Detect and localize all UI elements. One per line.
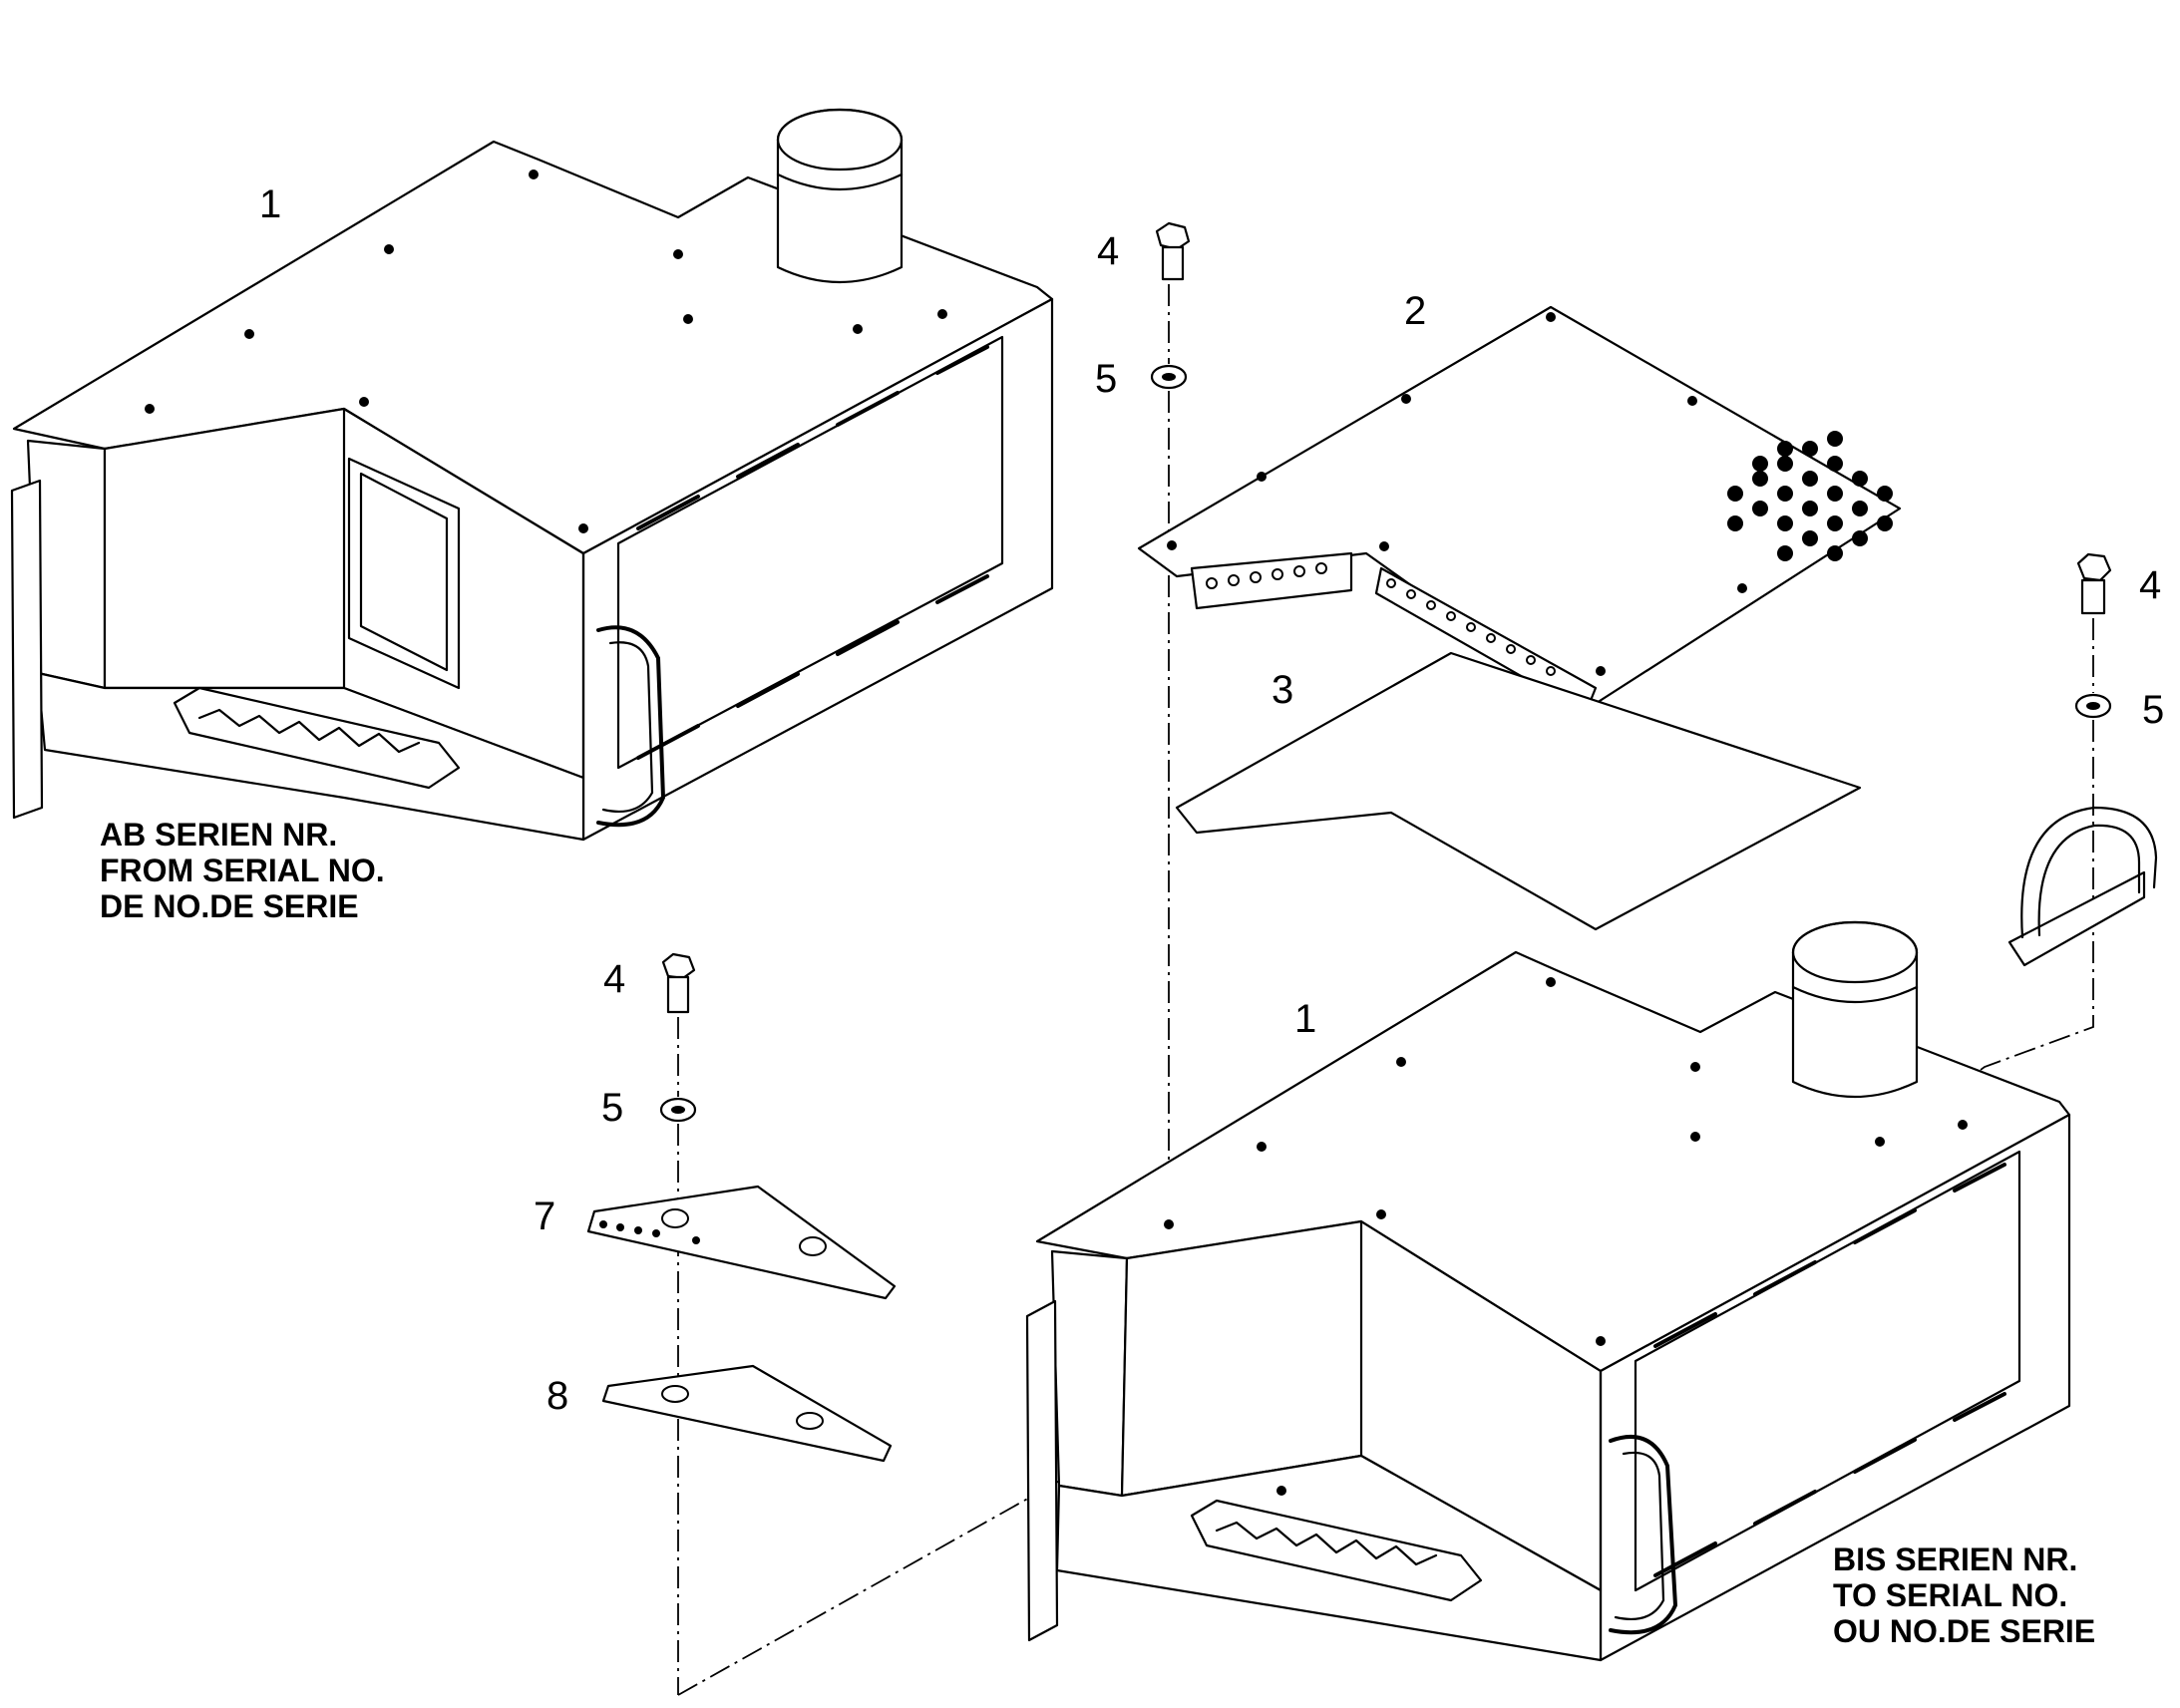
callout-8: 8	[546, 1374, 568, 1418]
callout-5-center: 5	[1095, 357, 1117, 401]
callout-5-right: 5	[2142, 688, 2164, 732]
from-serial-note: AB SERIEN NR. FROM SERIAL NO. DE NO.DE S…	[100, 817, 385, 924]
hood-assembly-to-serial	[1025, 920, 2071, 1662]
callout-3: 3	[1272, 668, 1293, 712]
callout-7: 7	[534, 1195, 555, 1238]
callout-1-top: 1	[259, 182, 281, 226]
note-from-line2: FROM SERIAL NO.	[100, 853, 385, 888]
note-to-line3: OU NO.DE SERIE	[1833, 1613, 2095, 1649]
bolt-washer-right	[1964, 552, 2158, 1083]
cover-plate	[1137, 305, 1902, 715]
callout-2: 2	[1404, 289, 1426, 333]
note-to-line1: BIS SERIEN NR.	[1833, 1541, 2077, 1577]
callout-4-left: 4	[603, 957, 625, 1001]
insulation-mat	[1175, 651, 1862, 931]
to-serial-note: BIS SERIEN NR. TO SERIAL NO. OU NO.DE SE…	[1833, 1541, 2095, 1649]
hood-assembly-from-serial	[10, 108, 1054, 842]
callout-4-right: 4	[2139, 563, 2161, 607]
callout-5-left: 5	[601, 1086, 623, 1130]
callout-4-center: 4	[1097, 229, 1119, 273]
mounting-plate-8	[601, 1364, 893, 1463]
note-from-line3: DE NO.DE SERIE	[100, 888, 359, 924]
bolt-washer-center	[1150, 221, 1191, 1224]
note-from-line1: AB SERIEN NR.	[100, 817, 337, 853]
callout-1-bottom: 1	[1294, 997, 1316, 1041]
note-to-line2: TO SERIAL NO.	[1833, 1577, 2067, 1613]
mounting-plate-7	[586, 1185, 897, 1300]
